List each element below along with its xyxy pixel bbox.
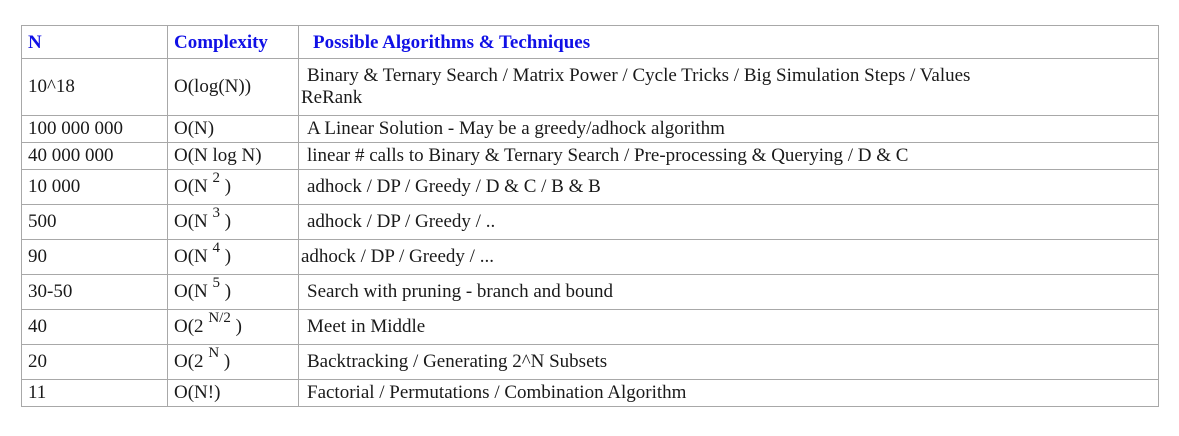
table-row: 90 O(N 4 ) adhock / DP / Greedy / ...	[21, 239, 1159, 275]
table-row: 40 000 000 O(N log N) linear # calls to …	[21, 142, 1159, 170]
table-row: 500 O(N 3 ) adhock / DP / Greedy / ..	[21, 204, 1159, 240]
complexity-exponent: 3	[212, 204, 221, 221]
cell-n: 40 000 000	[21, 142, 168, 170]
cell-complexity: O(N 2 )	[167, 169, 299, 205]
cell-complexity: O(N 3 )	[167, 204, 299, 240]
complexity-close: )	[223, 351, 231, 372]
cell-algorithms: adhock / DP / Greedy / ...	[298, 239, 1159, 275]
complexity-base: O(N	[174, 176, 208, 197]
complexity-exponent: 2	[212, 169, 221, 186]
complexity-base: O(N	[174, 246, 208, 267]
cell-n: 11	[21, 379, 168, 407]
complexity-base: O(N	[174, 281, 208, 302]
cell-complexity: O(N 5 )	[167, 274, 299, 310]
cell-complexity: O(2 N/2 )	[167, 309, 299, 345]
cell-n: 30-50	[21, 274, 168, 310]
complexity-base: O(2	[174, 351, 204, 372]
table-row: 30-50 O(N 5 ) Search with pruning - bran…	[21, 274, 1159, 310]
table-row: 10 000 O(N 2 ) adhock / DP / Greedy / D …	[21, 169, 1159, 205]
header-algorithms: Possible Algorithms & Techniques	[298, 25, 1159, 59]
table-header-row: N Complexity Possible Algorithms & Techn…	[21, 25, 1159, 59]
header-n: N	[21, 25, 168, 59]
cell-algorithms: adhock / DP / Greedy / ..	[298, 204, 1159, 240]
complexity-close: )	[224, 176, 232, 197]
cell-algorithms: adhock / DP / Greedy / D & C / B & B	[298, 169, 1159, 205]
complexity-exponent: N/2	[208, 309, 231, 326]
complexity-base: O(2	[174, 316, 204, 337]
cell-n: 90	[21, 239, 168, 275]
algorithms-line-2: ReRank	[301, 87, 363, 108]
cell-algorithms: Binary & Ternary Search / Matrix Power /…	[298, 58, 1159, 116]
table-row: 100 000 000 O(N) A Linear Solution - May…	[21, 115, 1159, 143]
complexity-close: )	[235, 316, 242, 337]
table-row: 10^18 O(log(N)) Binary & Ternary Search …	[21, 58, 1159, 116]
complexity-close: )	[224, 211, 232, 232]
table-row: 20 O(2 N ) Backtracking / Generating 2^N…	[21, 344, 1159, 380]
cell-n: 40	[21, 309, 168, 345]
cell-n: 10 000	[21, 169, 168, 205]
complexity-table: N Complexity Possible Algorithms & Techn…	[21, 25, 1159, 407]
cell-algorithms: Factorial / Permutations / Combination A…	[298, 379, 1159, 407]
cell-algorithms: Meet in Middle	[298, 309, 1159, 345]
complexity-exponent: 5	[212, 274, 221, 291]
cell-complexity: O(N 4 )	[167, 239, 299, 275]
cell-n: 10^18	[21, 58, 168, 116]
cell-complexity: O(N log N)	[167, 142, 299, 170]
cell-complexity: O(N!)	[167, 379, 299, 407]
complexity-close: )	[224, 246, 232, 267]
complexity-base: O(N	[174, 211, 208, 232]
cell-n: 100 000 000	[21, 115, 168, 143]
complexity-exponent: 4	[212, 239, 221, 256]
cell-algorithms: linear # calls to Binary & Ternary Searc…	[298, 142, 1159, 170]
complexity-exponent: N	[208, 344, 220, 361]
header-complexity: Complexity	[167, 25, 299, 59]
cell-complexity: O(2 N )	[167, 344, 299, 380]
cell-n: 500	[21, 204, 168, 240]
cell-algorithms: Backtracking / Generating 2^N Subsets	[298, 344, 1159, 380]
cell-complexity: O(log(N))	[167, 58, 299, 116]
cell-algorithms: Search with pruning - branch and bound	[298, 274, 1159, 310]
cell-n: 20	[21, 344, 168, 380]
cell-complexity: O(N)	[167, 115, 299, 143]
algorithms-line-1: Binary & Ternary Search / Matrix Power /…	[307, 65, 971, 86]
cell-algorithms: A Linear Solution - May be a greedy/adho…	[298, 115, 1159, 143]
table-row: 11 O(N!) Factorial / Permutations / Comb…	[21, 379, 1159, 407]
table-row: 40 O(2 N/2 ) Meet in Middle	[21, 309, 1159, 345]
complexity-close: )	[224, 281, 232, 302]
